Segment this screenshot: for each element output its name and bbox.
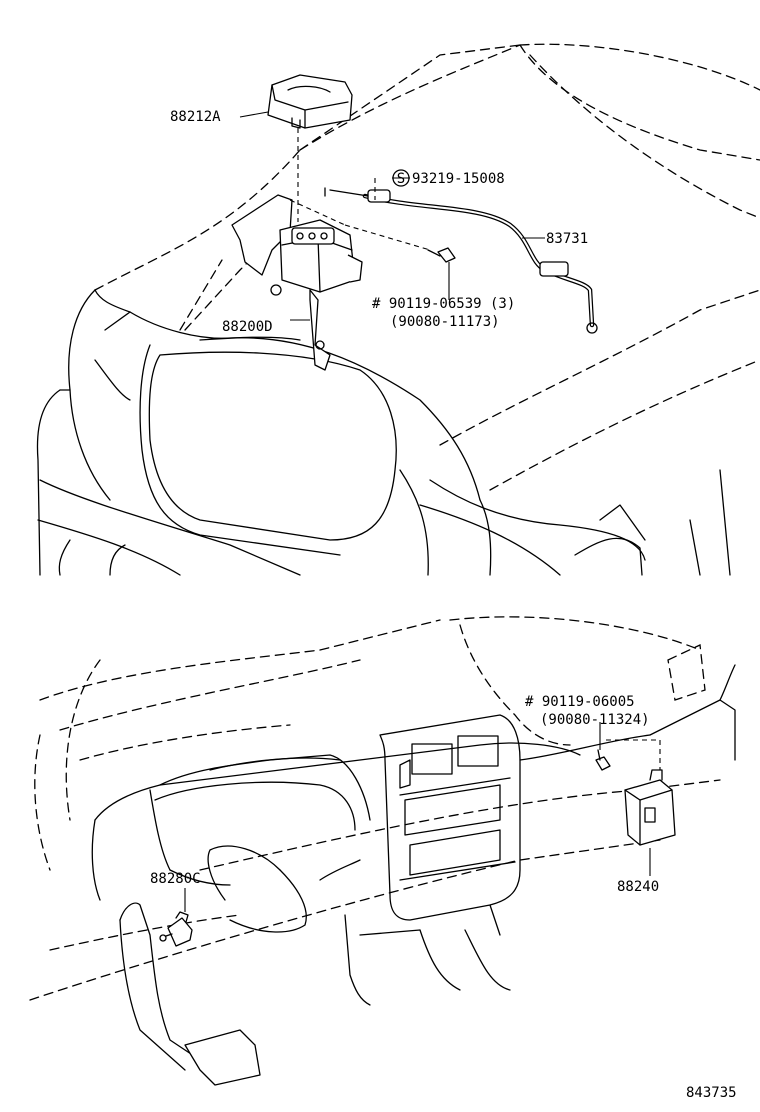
label-88280c: 88280C <box>150 871 201 887</box>
stud-mark-icon: S <box>392 169 410 187</box>
label-88200d: 88200D <box>222 319 273 335</box>
label-88240: 88240 <box>617 879 659 895</box>
stop-lamp-switch <box>159 911 193 947</box>
stud-mark-label: S <box>397 171 405 187</box>
engine-bay-outline <box>36 43 760 576</box>
height-control-actuator <box>231 194 363 371</box>
height-control-computer <box>267 74 353 129</box>
label-93219-15008: 93219-15008 <box>412 171 505 187</box>
label-90080-11173: (90080-11173) <box>390 314 500 330</box>
label-83731: 83731 <box>546 231 588 247</box>
control-module <box>624 769 676 846</box>
label-90119-06539: # 90119-06539 (3) <box>372 296 515 312</box>
lower-leader-lines <box>184 722 661 912</box>
diagram-number: 843735 <box>686 1085 737 1101</box>
label-90119-06005: # 90119-06005 <box>525 694 635 710</box>
height-control-cable <box>329 189 598 334</box>
lower-bolt <box>595 749 611 771</box>
instrument-panel-outline <box>29 616 736 1086</box>
upper-leader-lines <box>239 111 545 321</box>
label-90080-11324: (90080-11324) <box>540 712 650 728</box>
upper-fasteners <box>324 187 456 263</box>
label-88212a: 88212A <box>170 109 221 125</box>
